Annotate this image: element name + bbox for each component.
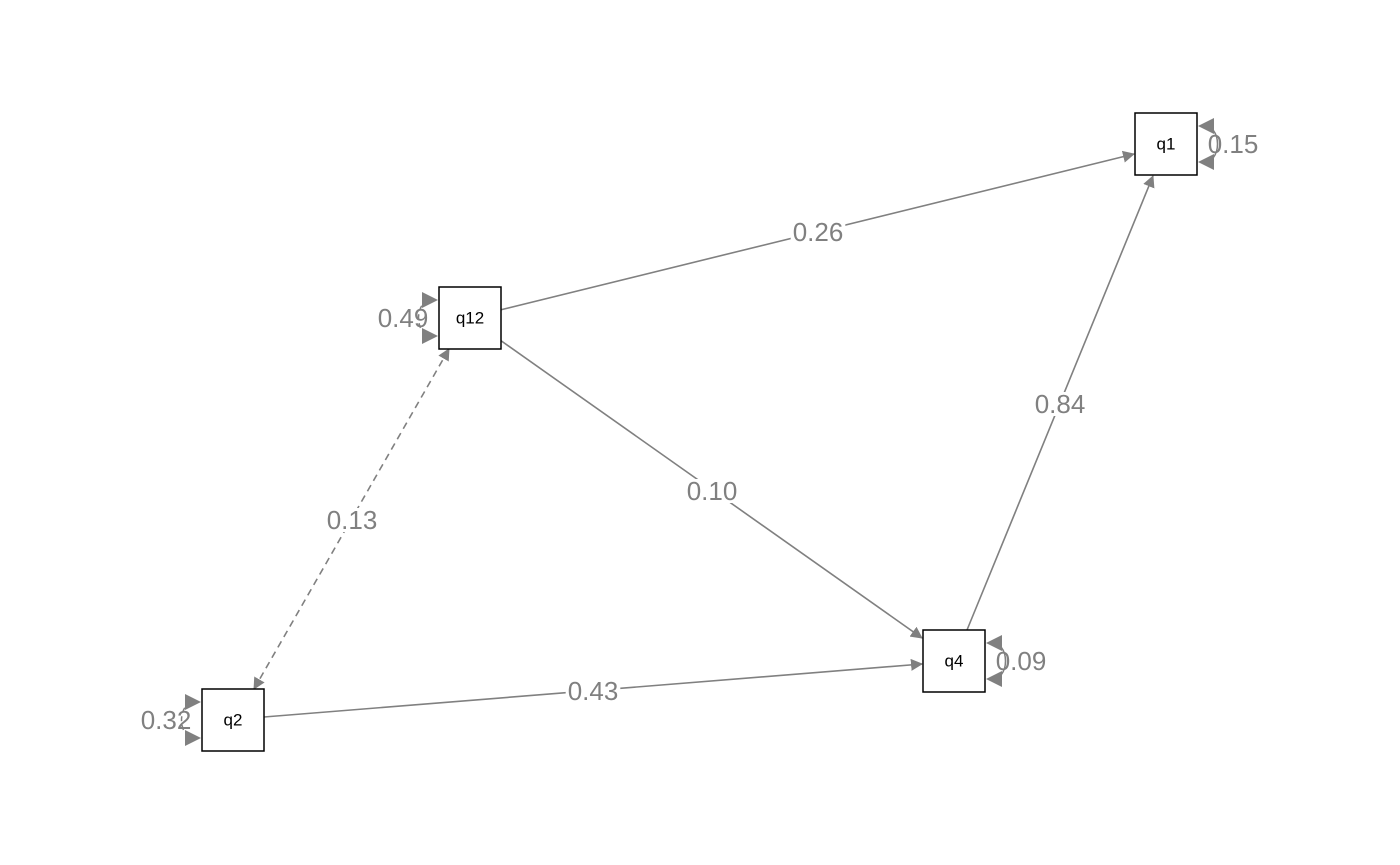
node-box-q4 [922,629,986,693]
residual-arrowhead-q12 [422,292,438,308]
node-label-q2: q2 [224,711,243,730]
edge-label-bg [684,479,740,503]
node-box-q1 [1134,112,1198,176]
residual-label-q1: 0.15 [1208,129,1259,159]
node-q12: q12 [438,286,502,350]
residual-arrowhead-q2 [185,730,201,746]
node-q2: q2 [201,688,265,752]
edge-label-q2-q4: 0.43 [568,676,619,706]
residual-arrowhead-q4 [986,635,1002,651]
node-label-q12: q12 [456,309,484,328]
edge-labels-layer: 0.26 0.10 0.84 0.43 0.13 0.15 0.49 0.09 0.32 [141,129,1259,735]
nodes-layer: q1 q12 q4 q2 [201,112,1198,752]
node-q4: q4 [922,629,986,693]
residual-loops-layer [180,118,1219,746]
node-box-q2 [201,688,265,752]
node-q1: q1 [1134,112,1198,176]
residual-arrowhead-q1 [1198,118,1214,134]
residual-label-q12: 0.49 [378,303,429,333]
residual-arrowhead-q1 [1198,154,1214,170]
edge-label-bg [1032,392,1088,416]
edge-label-bg [790,220,846,244]
residual-arrowhead-q4 [986,671,1002,687]
residual-arrowhead-q2 [185,694,201,710]
node-box-q12 [438,286,502,350]
edge-label-q2-q12: 0.13 [327,505,378,535]
residual-label-q2: 0.32 [141,705,192,735]
node-label-q1: q1 [1157,135,1176,154]
residual-loop-q2 [180,701,199,739]
edge-label-bg [565,679,621,703]
edge-label-q12-q4: 0.10 [687,476,738,506]
edge-label-q4-q1: 0.84 [1035,389,1086,419]
edge-label-q12-q1: 0.26 [793,217,844,247]
residual-loop-q12 [417,299,436,337]
residual-label-q4: 0.09 [996,646,1047,676]
residual-arrowhead-q12 [422,328,438,344]
edge-label-bg [324,508,380,532]
edges-layer [253,150,1155,718]
node-label-q4: q4 [945,652,964,671]
